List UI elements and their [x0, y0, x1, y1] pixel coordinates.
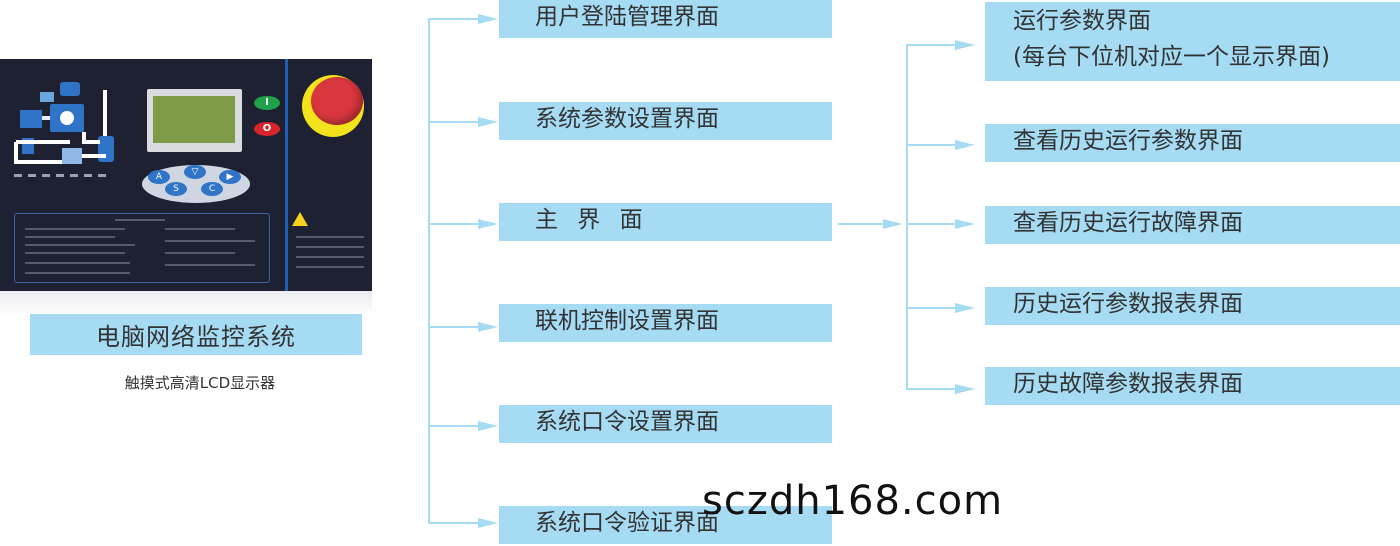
arrow-right-icon: [955, 140, 975, 150]
connector-line: [428, 326, 484, 328]
connector-line: [428, 18, 484, 20]
arrow-right-icon: [955, 40, 975, 50]
watermark: sczdh168.com: [702, 478, 1004, 524]
arrow-right-icon: [883, 219, 903, 229]
submenu-box[interactable]: 历史故障参数报表界面: [985, 367, 1400, 405]
submenu-trunk-line: [906, 44, 908, 389]
arrow-right-icon: [478, 219, 498, 229]
key-right[interactable]: ▶: [219, 170, 241, 184]
system-label: 电脑网络监控系统: [96, 323, 296, 351]
submenu-box[interactable]: 运行参数界面 (每台下位机对应一个显示界面): [985, 2, 1400, 81]
menu-box[interactable]: 系统口令验证界面: [499, 506, 832, 544]
menu-label: 系统参数设置界面: [535, 106, 719, 132]
connector-line: [428, 522, 484, 524]
submenu-box[interactable]: 历史运行参数报表界面: [985, 287, 1400, 325]
menu-box[interactable]: 联机控制设置界面: [499, 304, 832, 342]
submenu-box[interactable]: 查看历史运行故障界面: [985, 206, 1400, 244]
stop-button[interactable]: O: [254, 122, 280, 136]
panel-divider: [285, 59, 288, 291]
submenu-label: 历史故障参数报表界面: [1013, 371, 1243, 397]
menu-box-main[interactable]: 主 界 面: [499, 203, 832, 241]
menu-box[interactable]: 系统参数设置界面: [499, 102, 832, 140]
panel-reflection: [0, 291, 372, 316]
key-up[interactable]: A: [148, 170, 170, 184]
arrow-right-icon: [478, 518, 498, 528]
warning-text-line: [296, 236, 364, 238]
guide-line: [165, 228, 235, 230]
submenu-label: 查看历史运行故障界面: [1013, 210, 1243, 236]
connector-line: [428, 223, 484, 225]
guide-line: [165, 264, 255, 266]
submenu-sublabel: (每台下位机对应一个显示界面): [1013, 44, 1330, 70]
lcd-screen: [153, 96, 235, 143]
connector-line: [906, 144, 964, 146]
guide-line: [25, 272, 130, 274]
stop-icon: O: [262, 123, 272, 134]
main-to-sub-line: [838, 223, 888, 225]
guide-line: [25, 236, 115, 238]
connector-line: [906, 44, 964, 46]
operation-guide-box: [14, 213, 270, 283]
guide-line: [25, 252, 125, 254]
guide-line: [25, 244, 135, 246]
menu-trunk-line: [428, 19, 430, 523]
connector-line: [906, 223, 964, 225]
warning-text-line: [296, 246, 364, 248]
emergency-stop-button[interactable]: [311, 77, 363, 125]
submenu-box[interactable]: 查看历史运行参数界面: [985, 124, 1400, 162]
menu-label: 主 界 面: [535, 207, 649, 233]
warning-text-line: [296, 266, 364, 268]
display-caption: 触摸式高清LCD显示器: [124, 374, 276, 392]
connector-line: [428, 121, 484, 123]
arrow-right-icon: [478, 14, 498, 24]
guide-line: [165, 252, 235, 254]
start-icon: I: [265, 97, 269, 108]
warning-icon: [292, 212, 308, 226]
key-cancel[interactable]: C: [201, 182, 223, 196]
system-label-box: 电脑网络监控系统: [30, 314, 362, 355]
menu-label: 系统口令验证界面: [535, 510, 719, 536]
key-down[interactable]: ▽: [184, 165, 206, 179]
menu-label: 系统口令设置界面: [535, 409, 719, 435]
guide-line: [25, 228, 125, 230]
connector-line: [428, 425, 484, 427]
arrow-right-icon: [955, 303, 975, 313]
menu-box[interactable]: 用户登陆管理界面: [499, 0, 832, 38]
arrow-right-icon: [478, 421, 498, 431]
submenu-label: 历史运行参数报表界面: [1013, 291, 1243, 317]
arrow-right-icon: [955, 219, 975, 229]
guide-title-line: [115, 219, 165, 221]
arrow-right-icon: [478, 117, 498, 127]
compressor-schematic-icon: [14, 82, 114, 177]
guide-line: [165, 240, 255, 242]
arrow-right-icon: [955, 384, 975, 394]
connector-line: [906, 388, 964, 390]
submenu-label: 运行参数界面: [1013, 8, 1151, 34]
menu-box[interactable]: 系统口令设置界面: [499, 405, 832, 443]
submenu-label: 查看历史运行参数界面: [1013, 128, 1243, 154]
connector-line: [906, 307, 964, 309]
menu-label: 用户登陆管理界面: [535, 4, 719, 30]
warning-text-line: [296, 256, 364, 258]
guide-line: [25, 262, 130, 264]
menu-label: 联机控制设置界面: [535, 308, 719, 334]
start-button[interactable]: I: [254, 96, 280, 110]
arrow-right-icon: [478, 322, 498, 332]
key-set[interactable]: S: [165, 182, 187, 196]
